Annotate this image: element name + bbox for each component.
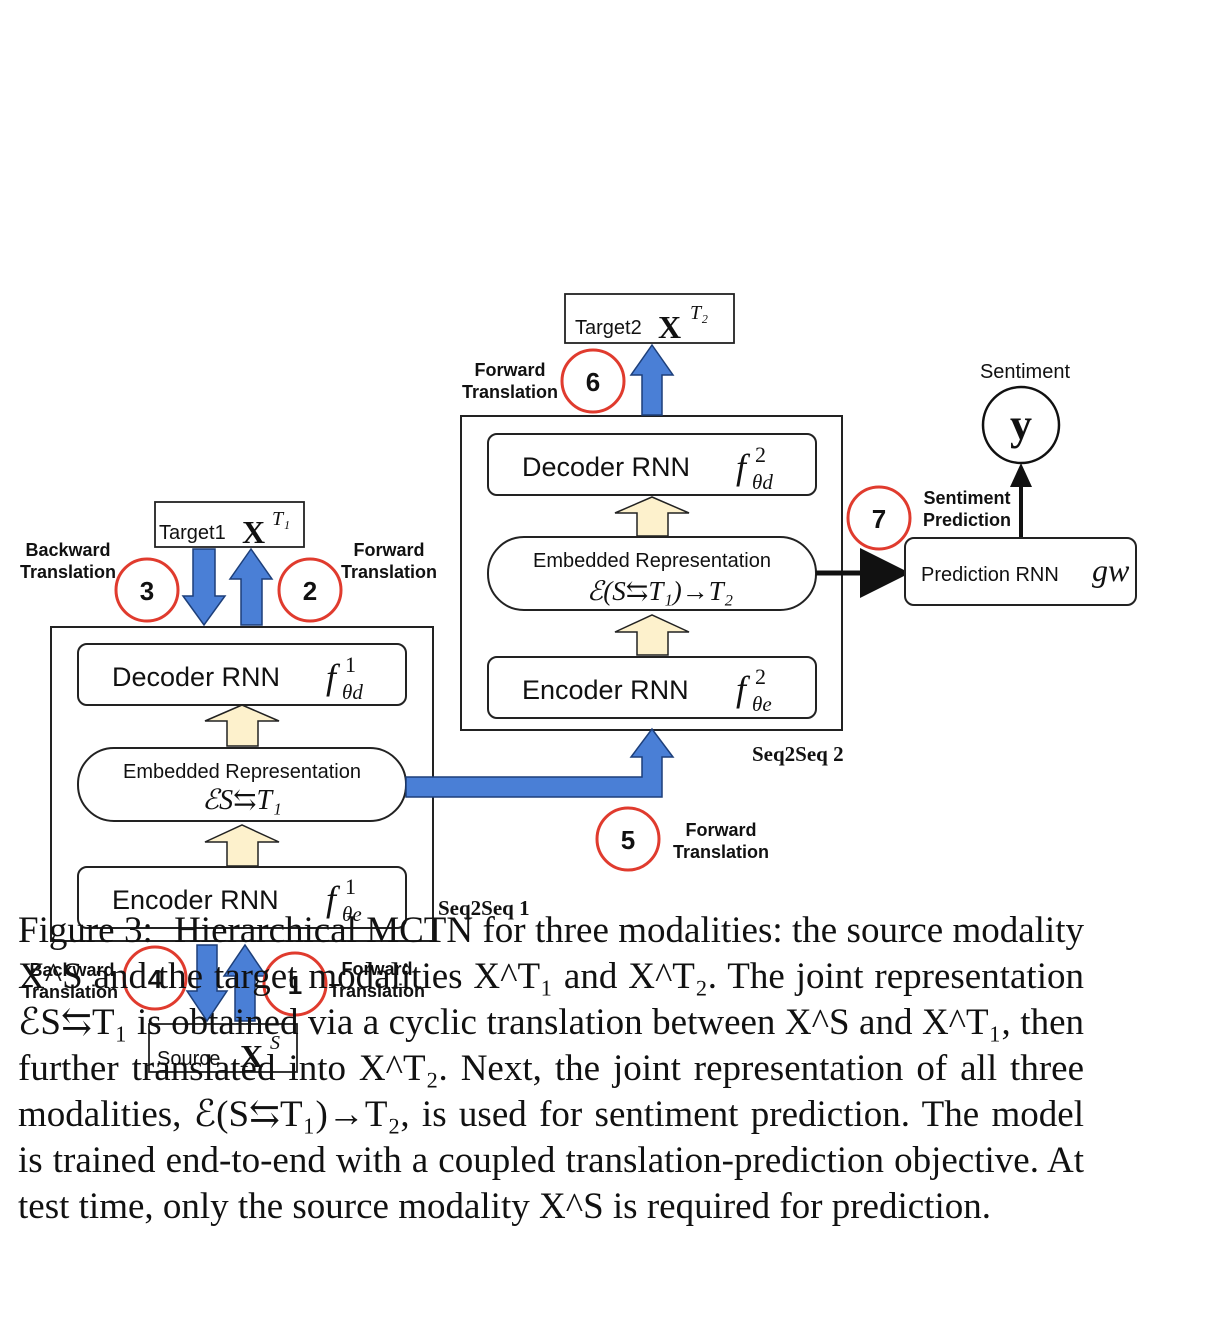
seq2-encoder-box	[487, 656, 817, 719]
seq1-decoder-sup: 1	[345, 652, 356, 677]
arrow-prediction-to-sentiment-head	[1010, 463, 1032, 487]
seq2seq2-label: Seq2Seq 2	[752, 742, 844, 766]
step-1-line1: Forward	[341, 959, 412, 979]
step-2-number: 2	[303, 576, 317, 606]
seq1-encoder-label: Encoder RNN	[112, 885, 279, 915]
seq2-upper-cream-arrow	[614, 496, 690, 537]
step-6-number: 6	[586, 367, 600, 397]
seq2-embedded-symbol: ℰ(S⇆T₁)→T₂	[587, 576, 733, 606]
seq2-embedded-label: Embedded Representation	[533, 550, 771, 572]
step-4-line1: Backward	[29, 960, 114, 980]
arrow-forward-to-target2	[629, 343, 675, 416]
target2-var: X	[658, 309, 681, 345]
seq2-decoder-sup: 2	[755, 442, 766, 467]
sentiment-symbol: y	[1010, 400, 1032, 449]
step-6-badge	[560, 348, 626, 414]
seq2-encoder-label: Encoder RNN	[522, 675, 689, 705]
arrow-forward-to-target1	[228, 547, 274, 626]
arrow-backward-from-target1	[181, 548, 227, 627]
figure-caption: Figure 3: Hierarchical MCTN for three mo…	[18, 908, 1084, 1230]
step-6-line1: Forward	[474, 360, 545, 380]
step-1-line2: Translation	[329, 981, 425, 1001]
arrow-embedded1-to-encoder2	[405, 727, 675, 798]
seq2seq1-label: Seq2Seq 1	[438, 896, 530, 920]
step-2-badge	[277, 557, 343, 623]
seq2-encoder-sub: θe	[752, 692, 772, 716]
seq1-decoder-label: Decoder RNN	[112, 662, 280, 692]
step-1-number: 1	[288, 970, 302, 1000]
source-label: Source	[157, 1048, 220, 1070]
figure-caption-text: Hierarchical MCTN for three modalities: …	[18, 910, 1084, 1227]
step-4-number: 4	[148, 964, 163, 994]
step-4-line2: Translation	[22, 982, 118, 1002]
figure-caption-label: Figure 3:	[18, 910, 153, 951]
seq2-lower-cream-arrow	[614, 614, 690, 656]
step-2-line1: Forward	[353, 540, 424, 560]
step-3-number: 3	[140, 576, 154, 606]
step-3-line1: Backward	[25, 540, 110, 560]
prediction-rnn-box	[904, 537, 1137, 606]
step-5-line2: Translation	[673, 842, 769, 862]
sentiment-node	[981, 385, 1061, 465]
arrow-backward-to-source	[185, 944, 229, 1023]
step-1-badge	[262, 951, 328, 1017]
target1-sup: T₁	[272, 508, 290, 530]
sentiment-label: Sentiment	[980, 361, 1070, 383]
target1-label: Target1	[159, 522, 226, 544]
prediction-rnn-fn: gw	[1092, 552, 1130, 588]
step-7-line1: Sentiment	[923, 488, 1010, 508]
step-5-line1: Forward	[685, 820, 756, 840]
target1-var: X	[242, 514, 265, 550]
seq1-embedded-symbol: ℰS⇆T₁	[202, 785, 282, 816]
seq1-lower-cream-arrow	[204, 824, 280, 867]
step-3-line2: Translation	[20, 562, 116, 582]
seq1-encoder-sub: θe	[342, 902, 362, 926]
seq2-decoder-box	[487, 433, 817, 496]
step-5-badge	[595, 806, 661, 872]
source-sup: S	[270, 1032, 280, 1054]
arrow-forward-from-source	[222, 943, 268, 1022]
target2-box	[564, 293, 735, 344]
source-var: X	[240, 1038, 263, 1074]
step-5-number: 5	[621, 825, 635, 855]
seq1-embedded-label: Embedded Representation	[123, 761, 361, 783]
step-2-line2: Translation	[341, 562, 437, 582]
seq1-decoder-sub: θd	[342, 680, 363, 704]
seq2-decoder-sub: θd	[752, 470, 773, 494]
step-3-badge	[114, 557, 180, 623]
step-7-badge	[846, 485, 912, 551]
step-7-number: 7	[872, 504, 886, 534]
target2-label: Target2	[575, 317, 642, 339]
seq1-encoder-box	[77, 866, 407, 929]
target1-box	[154, 501, 305, 548]
seq1-upper-cream-arrow	[204, 704, 280, 747]
prediction-rnn-label: Prediction RNN	[921, 564, 1059, 586]
seq2-encoder-sup: 2	[755, 664, 766, 689]
step-4-badge	[122, 945, 188, 1011]
seq2-decoder-label: Decoder RNN	[522, 452, 690, 482]
step-7-line2: Prediction	[923, 510, 1011, 530]
target2-sup: T₂	[690, 302, 708, 324]
step-6-line2: Translation	[462, 382, 558, 402]
seq1-encoder-sup: 1	[345, 874, 356, 899]
source-box	[148, 1023, 298, 1073]
